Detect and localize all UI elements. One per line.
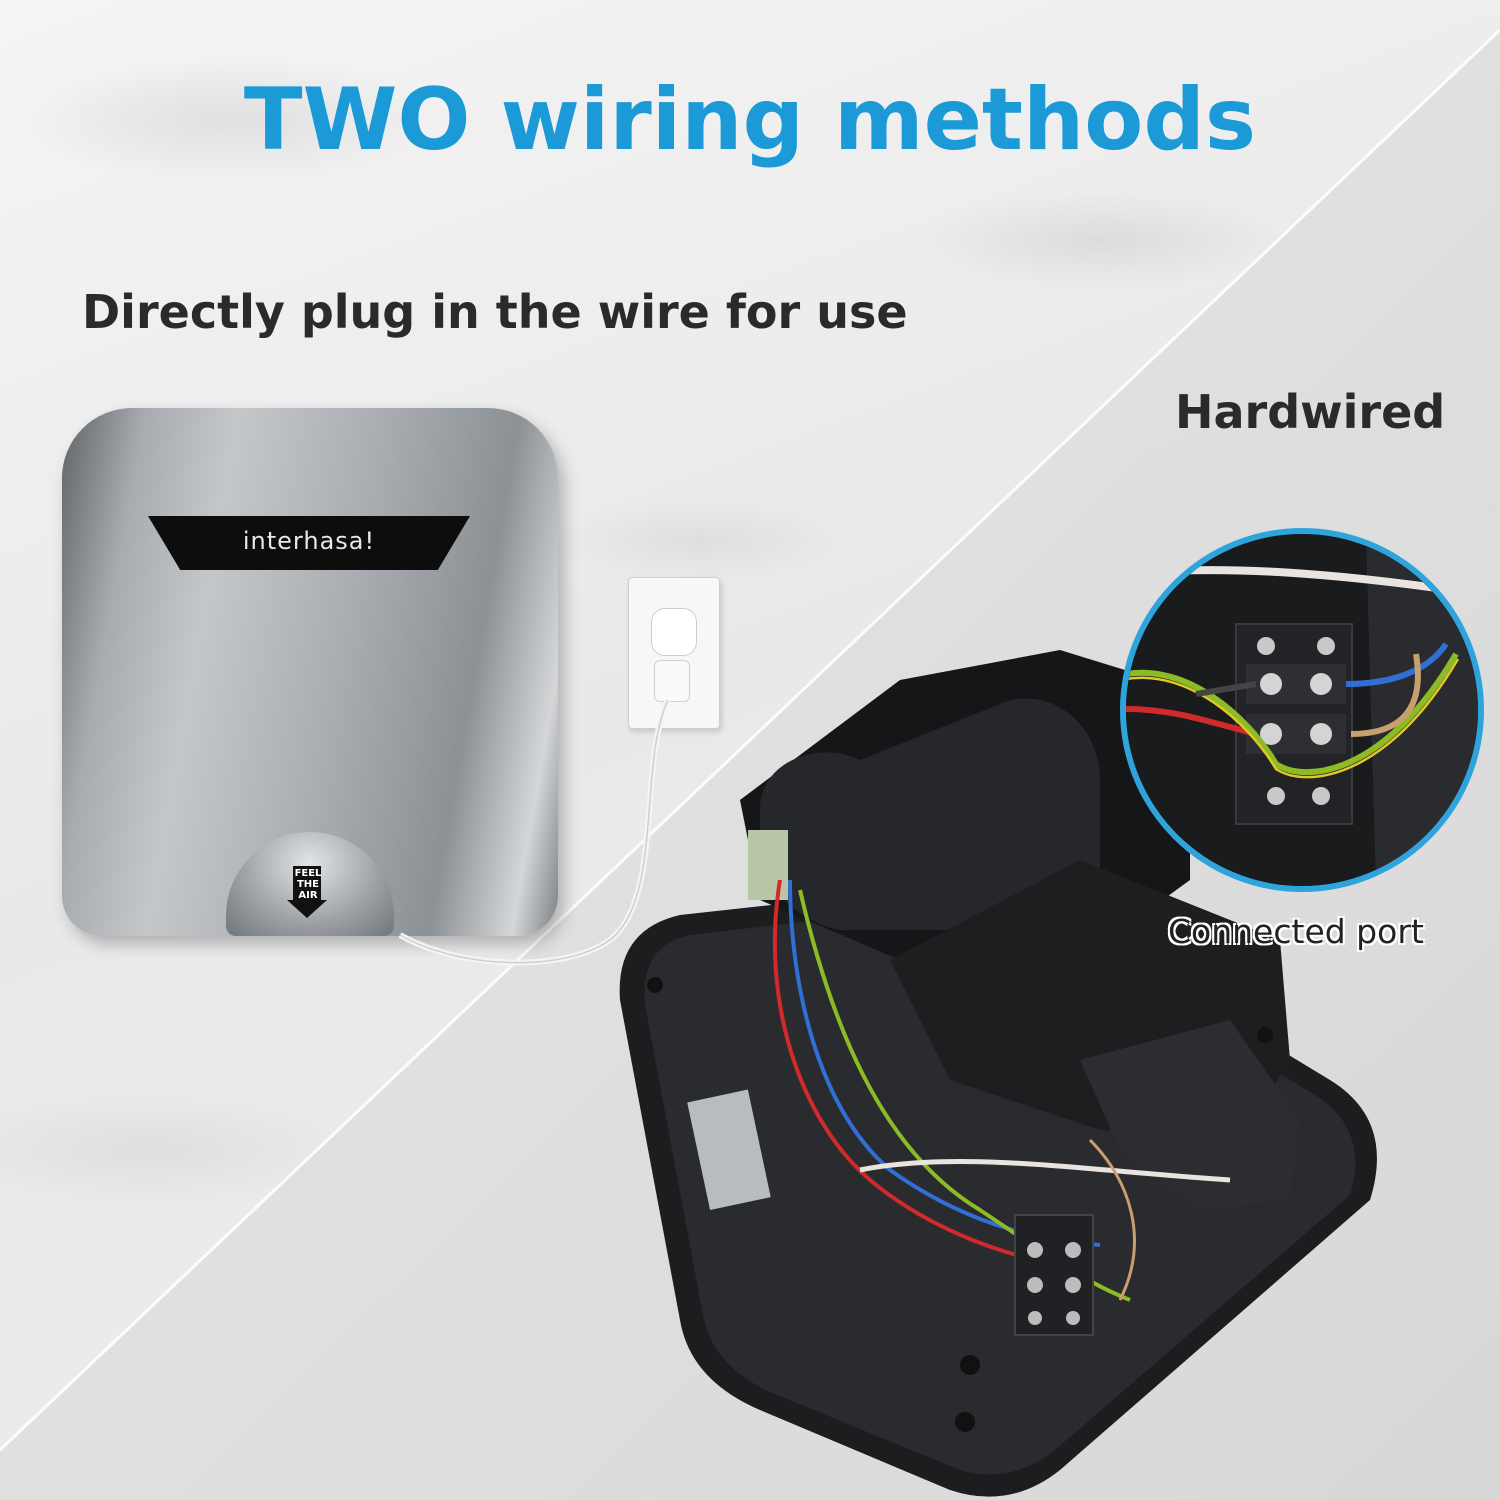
plug-in-label: Directly plug in the wire for use [82, 285, 908, 339]
terminal-block-closeup [1126, 534, 1478, 886]
outlet-socket [651, 608, 697, 656]
dryer-sensor-window [148, 516, 470, 570]
connected-port-label: Connected port [1168, 912, 1424, 951]
connected-port-zoom [1120, 528, 1484, 892]
power-plug [654, 660, 690, 702]
hardwired-label: Hardwired [1175, 385, 1446, 439]
brand-logo: interhasa! [242, 527, 376, 555]
page-title: TWO wiring methods [243, 70, 1257, 170]
arrow-down-icon [287, 866, 327, 918]
